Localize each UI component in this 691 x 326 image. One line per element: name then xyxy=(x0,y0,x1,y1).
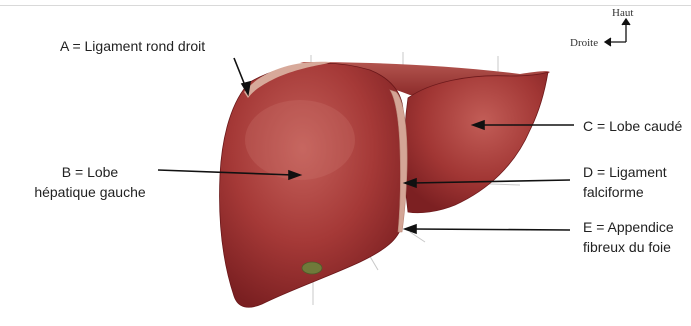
label-d-line2: falciforme xyxy=(583,182,667,202)
gallbladder-tip xyxy=(302,262,322,274)
label-d-line1: D = Ligament xyxy=(583,162,667,182)
label-e-line1: E = Appendice xyxy=(583,217,674,237)
lobe-highlight xyxy=(245,100,355,180)
label-e-line2: fibreux du foie xyxy=(583,237,674,257)
label-b-line2: hépatique gauche xyxy=(24,182,156,202)
label-b-left-lobe: B = Lobe hépatique gauche xyxy=(24,162,156,202)
label-d-falciform: D = Ligament falciforme xyxy=(583,162,667,202)
label-a-round-ligament: A = Ligament rond droit xyxy=(60,36,205,56)
label-e-fibrous-appendix: E = Appendice fibreux du foie xyxy=(583,217,674,257)
label-c-caudate-lobe: C = Lobe caudé xyxy=(583,116,682,136)
orientation-arrows xyxy=(605,19,630,46)
label-b-line1: B = Lobe xyxy=(24,162,156,182)
liver-lobe-right xyxy=(404,72,548,213)
